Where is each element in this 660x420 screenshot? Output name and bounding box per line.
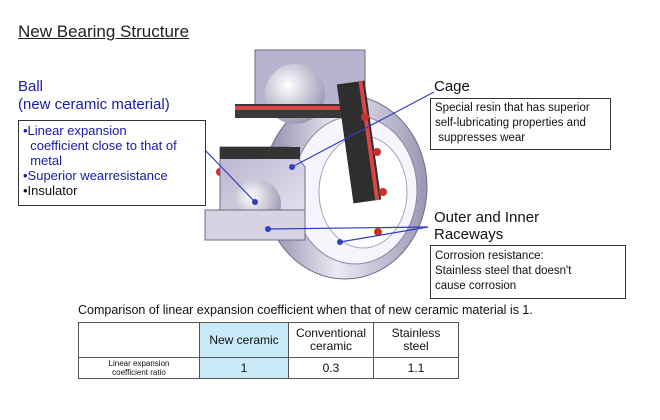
header-text: Stainless (391, 326, 441, 340)
table-row: Linear expansion coefficient ratio 1 0.3… (78, 357, 459, 379)
ball-feature-line: •Linear expansion (23, 123, 127, 138)
ball-feature-line: •Insulator (23, 183, 78, 198)
header-new-ceramic: New ceramic (199, 322, 289, 358)
ball-feature-line: •Superior wearresistance (23, 168, 168, 183)
row-label-line: coefficient ratio (112, 368, 166, 377)
value-stainless-steel: 1.1 (373, 357, 459, 379)
upper-section (235, 49, 382, 204)
ball-feature-line: coefficient close to that of (23, 138, 177, 153)
cage-line: self-lubricating properties and (435, 117, 586, 129)
comparison-caption: Comparison of linear expansion coefficie… (78, 303, 533, 317)
ball-title-line2: (new ceramic material) (18, 96, 170, 113)
header-text: steel (403, 339, 429, 353)
ball-feature-line: metal (23, 153, 63, 168)
header-text: ceramic (309, 339, 352, 353)
raceways-title-line1: Outer and Inner (434, 209, 540, 226)
row-label-line: Linear expansion (108, 359, 170, 368)
header-text: New ceramic (209, 332, 279, 347)
cage-title: Cage (434, 78, 470, 95)
header-stainless-steel: Stainless steel (373, 322, 459, 358)
cage-line: Special resin that has superior (435, 102, 590, 114)
bearing-illustration (204, 49, 428, 280)
raceways-title: Outer and Inner Raceways (434, 209, 539, 243)
cage-line: suppresses wear (435, 132, 526, 144)
table-header-row: New ceramic Conventional ceramic Stainle… (78, 322, 459, 358)
comparison-table: New ceramic Conventional ceramic Stainle… (78, 322, 459, 379)
raceways-title-line2: Raceways (434, 226, 504, 243)
row-label: Linear expansion coefficient ratio (78, 357, 200, 379)
page-title: New Bearing Structure (18, 22, 190, 41)
table-corner-cell (78, 322, 200, 358)
ball-title: Ball (new ceramic material) (18, 78, 170, 114)
raceways-description-box: Corrosion resistance: Stainless steel th… (430, 245, 626, 299)
header-conventional-ceramic: Conventional ceramic (288, 322, 374, 358)
outer-raceway-leader (339, 226, 429, 243)
ball-feature-box: •Linear expansion coefficient close to t… (18, 120, 206, 206)
header-text: Conventional (295, 326, 367, 340)
raceways-line: Corrosion resistance: (435, 250, 544, 262)
value-conventional-ceramic: 0.3 (288, 357, 374, 379)
cage-leader (291, 91, 435, 168)
raceways-line: cause corrosion (435, 280, 517, 292)
ball-title-line1: Ball (18, 78, 44, 95)
inner-raceway-leader (267, 226, 429, 230)
ball-leader (204, 149, 256, 203)
value-new-ceramic: 1 (199, 357, 289, 379)
cage-description-box: Special resin that has superior self-lub… (430, 98, 611, 150)
raceways-line: Stainless steel that doesn't (435, 265, 572, 277)
